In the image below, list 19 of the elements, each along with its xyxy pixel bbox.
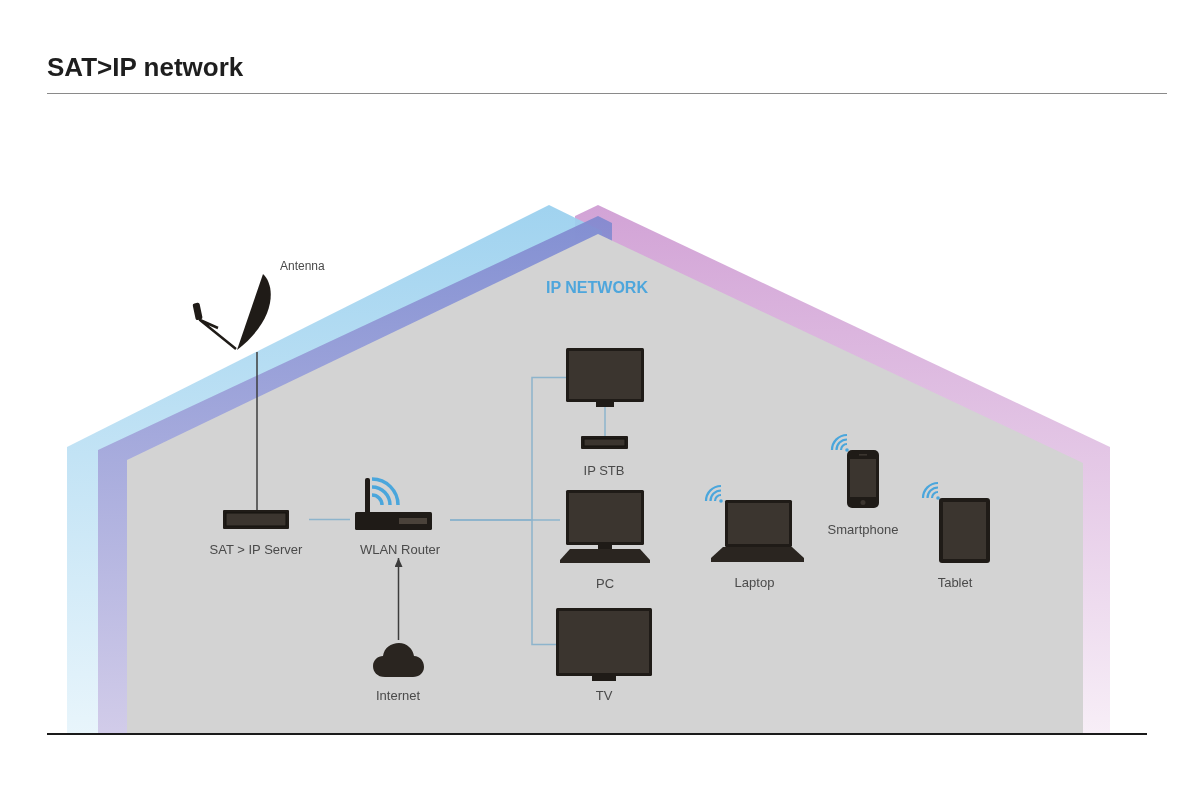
device-label: Smartphone	[827, 522, 899, 538]
device-label: TV	[595, 688, 613, 704]
device-label: Antenna	[280, 258, 325, 274]
network-label: IP NETWORK	[546, 279, 648, 297]
connector-line	[308, 518, 351, 521]
arrow	[394, 557, 403, 641]
diagram-title: SAT>IP network	[47, 51, 244, 83]
device-label: WLAN Router	[359, 542, 441, 558]
device-label: IP STB	[583, 463, 625, 479]
monitor-icon	[566, 348, 644, 407]
device-label: PC	[595, 576, 615, 592]
connector-line	[256, 351, 258, 511]
device-label: Laptop	[734, 575, 775, 591]
device-label: Internet	[375, 688, 421, 704]
device-label: Tablet	[937, 575, 973, 591]
device-label: SAT > IP Server	[209, 542, 303, 558]
connector-line	[604, 406, 606, 437]
house-shape	[67, 205, 1110, 733]
connector-line	[449, 519, 557, 646]
